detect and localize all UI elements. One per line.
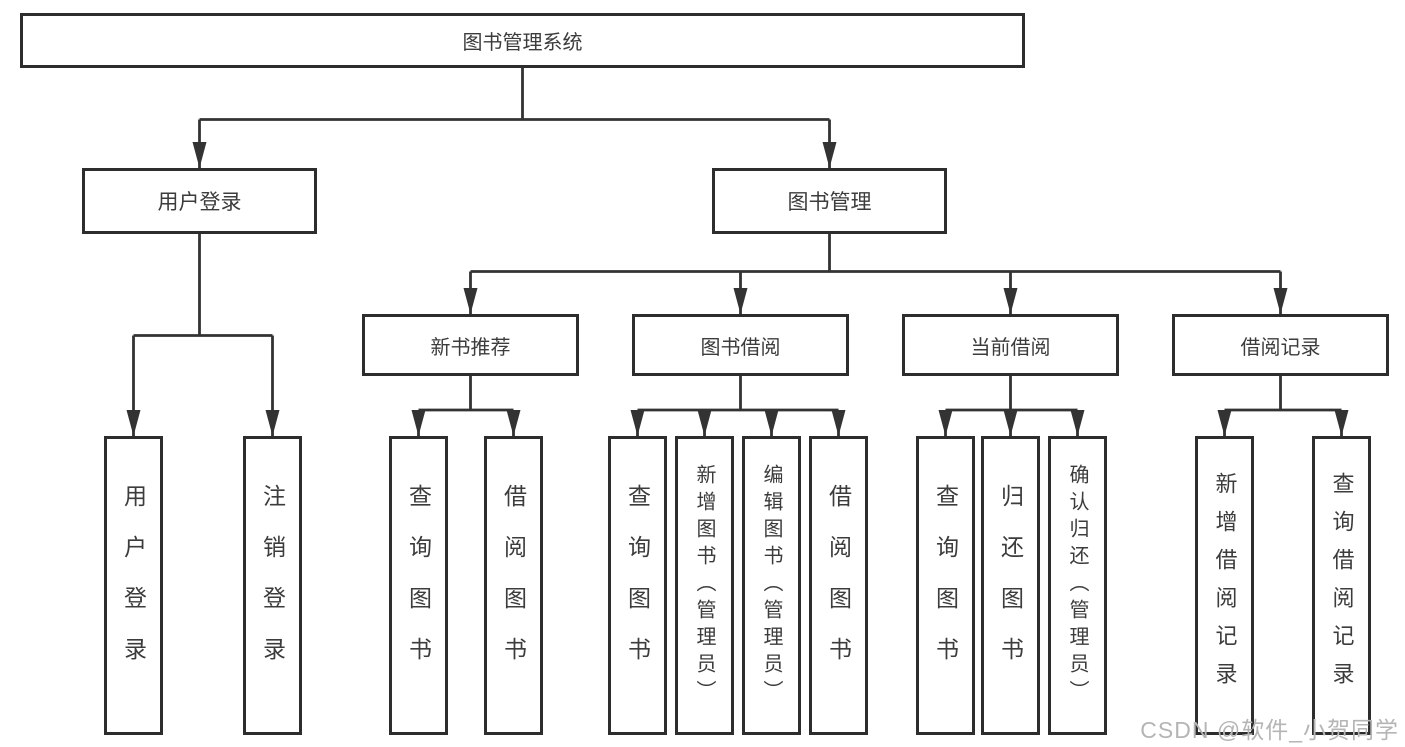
leaf-edit-book-admin-label: 编辑图书（管理员） <box>760 464 782 707</box>
leaf-user-login: 用户登录 <box>104 436 163 735</box>
leaf-return-book-label: 归还图书 <box>997 483 1024 688</box>
node-user-login-label: 用户登录 <box>157 191 242 214</box>
leaf-add-book-admin-label: 新增图书（管理员） <box>693 464 715 707</box>
node-root-label: 图书管理系统 <box>462 32 583 54</box>
node-user-login: 用户登录 <box>82 168 317 234</box>
connector-trunks <box>133 68 1342 412</box>
node-book-borrow-label: 图书借阅 <box>700 336 781 359</box>
leaf-edit-book-admin: 编辑图书（管理员） <box>742 436 801 735</box>
leaf-borrow-books: 借阅图书 <box>809 436 868 735</box>
node-new-book-recommend: 新书推荐 <box>362 314 579 376</box>
leaf-add-borrow-record: 新增借阅记录 <box>1195 436 1254 735</box>
leaf-query-books-recommend: 查询图书 <box>389 436 448 735</box>
leaf-logout-label: 注销登录 <box>259 483 286 688</box>
node-borrow-records-label: 借阅记录 <box>1240 336 1321 359</box>
leaf-borrow-books-recommend: 借阅图书 <box>484 436 543 735</box>
leaf-return-book: 归还图书 <box>981 436 1040 735</box>
leaf-query-borrow-record: 查询借阅记录 <box>1312 436 1371 735</box>
leaf-query-borrow-record-label: 查询借阅记录 <box>1329 471 1355 700</box>
leaf-user-login-label: 用户登录 <box>120 483 147 688</box>
leaf-confirm-return-admin: 确认归还（管理员） <box>1048 436 1107 735</box>
leaf-query-books-borrow-label: 查询图书 <box>624 483 651 688</box>
leaf-query-books-borrow: 查询图书 <box>608 436 667 735</box>
leaf-query-books-recommend-label: 查询图书 <box>405 483 432 688</box>
node-book-management: 图书管理 <box>712 168 947 234</box>
leaf-add-book-admin: 新增图书（管理员） <box>675 436 734 735</box>
leaf-confirm-return-admin-label: 确认归还（管理员） <box>1066 464 1088 707</box>
node-book-borrow: 图书借阅 <box>632 314 849 376</box>
leaf-add-borrow-record-label: 新增借阅记录 <box>1212 471 1238 700</box>
watermark: CSDN @软件_小贺同学 <box>1140 717 1399 743</box>
node-borrow-records: 借阅记录 <box>1172 314 1389 376</box>
node-new-book-recommend-label: 新书推荐 <box>430 336 511 359</box>
leaf-logout: 注销登录 <box>243 436 302 735</box>
leaf-borrow-books-recommend-label: 借阅图书 <box>500 483 527 688</box>
node-root: 图书管理系统 <box>20 13 1025 68</box>
connector-arrows <box>126 119 1349 436</box>
leaf-borrow-books-label: 借阅图书 <box>825 483 852 688</box>
node-current-borrow-label: 当前借阅 <box>970 336 1051 359</box>
node-current-borrow: 当前借阅 <box>902 314 1119 376</box>
node-book-management-label: 图书管理 <box>787 191 872 214</box>
leaf-query-books-current-label: 查询图书 <box>932 483 959 688</box>
leaf-query-books-current: 查询图书 <box>916 436 975 735</box>
